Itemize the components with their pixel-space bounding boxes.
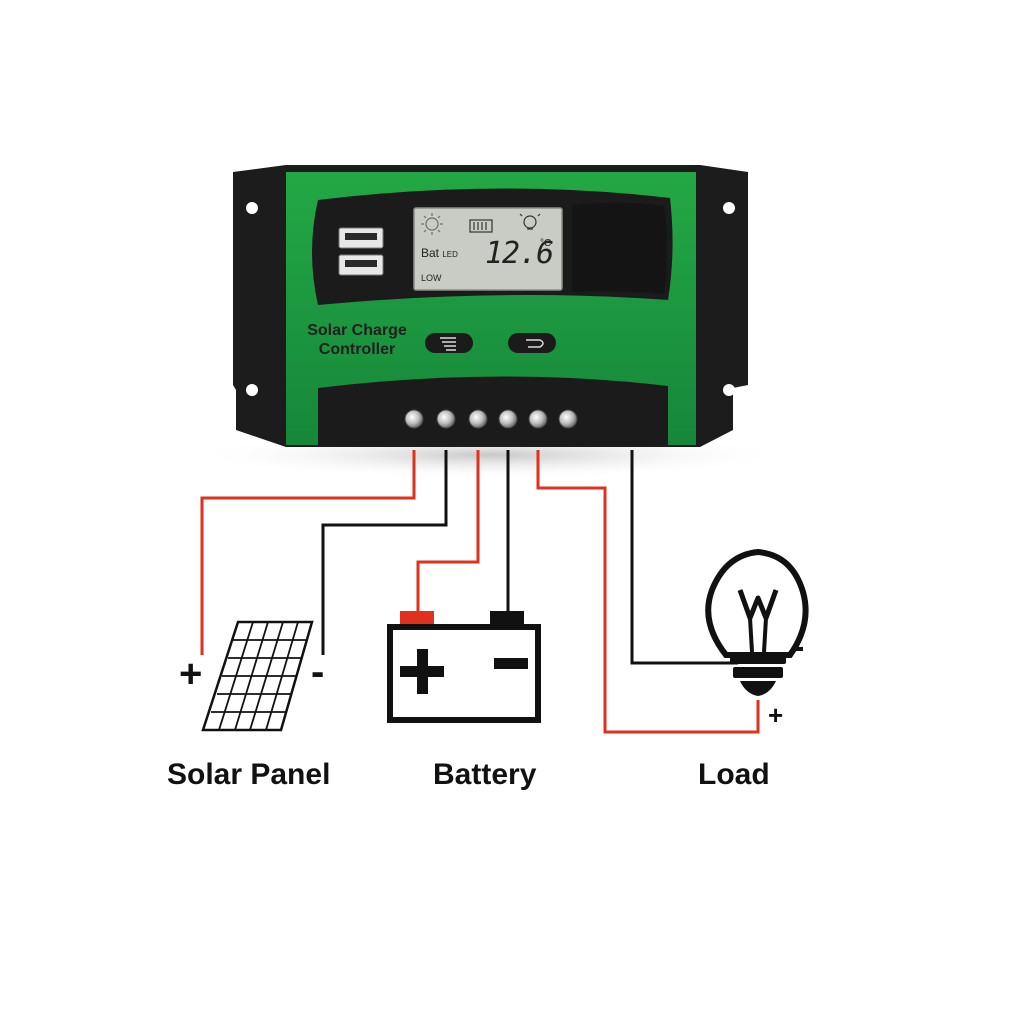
solar-panel-icon bbox=[201, 620, 314, 732]
lcd-screen bbox=[413, 207, 563, 291]
mount-hole-bottom-left bbox=[246, 384, 258, 396]
solar-panel-minus: - bbox=[311, 650, 325, 694]
terminal-screw-6[interactable] bbox=[558, 409, 578, 429]
bulb-filament-icon bbox=[737, 589, 779, 621]
wire-solar-positive bbox=[200, 450, 416, 655]
load-plus: + bbox=[768, 700, 784, 730]
charge-controller bbox=[233, 165, 748, 447]
lcd-bat-text: Bat bbox=[421, 246, 440, 260]
wire-solar-negative bbox=[321, 450, 448, 655]
mount-hole-top-right bbox=[723, 202, 735, 214]
wire-load-positive bbox=[536, 450, 760, 734]
brand-label: Solar Charge Controller bbox=[297, 321, 417, 359]
sun-icon bbox=[421, 213, 443, 235]
brand-line-2: Controller bbox=[318, 341, 396, 358]
lcd-reading: 12.6 bbox=[485, 236, 554, 271]
back-button[interactable] bbox=[508, 333, 556, 353]
lcd-low-label: LOW bbox=[421, 273, 442, 283]
back-arrow-icon bbox=[526, 339, 544, 348]
solar-panel-label: Solar Panel bbox=[167, 758, 331, 791]
lcd-bulb-icon bbox=[519, 213, 541, 230]
load-minus: - bbox=[793, 628, 805, 666]
lcd-unit: °C bbox=[540, 238, 552, 249]
terminal-recess bbox=[318, 376, 668, 445]
terminal-screw-1[interactable] bbox=[404, 409, 424, 429]
battery-icon bbox=[387, 611, 541, 723]
lcd-reading-value: 12.6 bbox=[485, 236, 554, 271]
wire-battery-positive bbox=[416, 450, 480, 612]
wires bbox=[200, 450, 760, 734]
load-label: Load bbox=[698, 758, 770, 791]
wire-load-negative bbox=[630, 450, 738, 665]
menu-icon bbox=[440, 337, 456, 351]
display-side-panel bbox=[572, 202, 667, 294]
solar-panel-plus: + bbox=[179, 652, 203, 696]
terminal-screw-3[interactable] bbox=[468, 409, 488, 429]
battery-plus-sign bbox=[400, 649, 444, 694]
lcd-bat-label: Bat LED bbox=[421, 246, 458, 260]
bulb-icon bbox=[705, 548, 809, 696]
usb-ports bbox=[338, 227, 384, 276]
terminal-screw-5[interactable] bbox=[528, 409, 548, 429]
menu-button[interactable] bbox=[425, 333, 473, 353]
terminal-screw-4[interactable] bbox=[498, 409, 518, 429]
battery-minus-sign bbox=[494, 658, 528, 669]
mount-hole-bottom-right bbox=[723, 384, 735, 396]
brand-line-1: Solar Charge bbox=[307, 322, 407, 339]
lcd-battery-icon bbox=[469, 219, 493, 233]
battery-label: Battery bbox=[433, 758, 537, 791]
terminal-screw-2[interactable] bbox=[436, 409, 456, 429]
battery-positive-terminal bbox=[400, 611, 434, 627]
mount-hole-top-left bbox=[246, 202, 258, 214]
lcd-bat-sub: LED bbox=[442, 250, 458, 259]
battery-negative-terminal bbox=[490, 611, 524, 627]
terminal-block bbox=[404, 409, 578, 429]
